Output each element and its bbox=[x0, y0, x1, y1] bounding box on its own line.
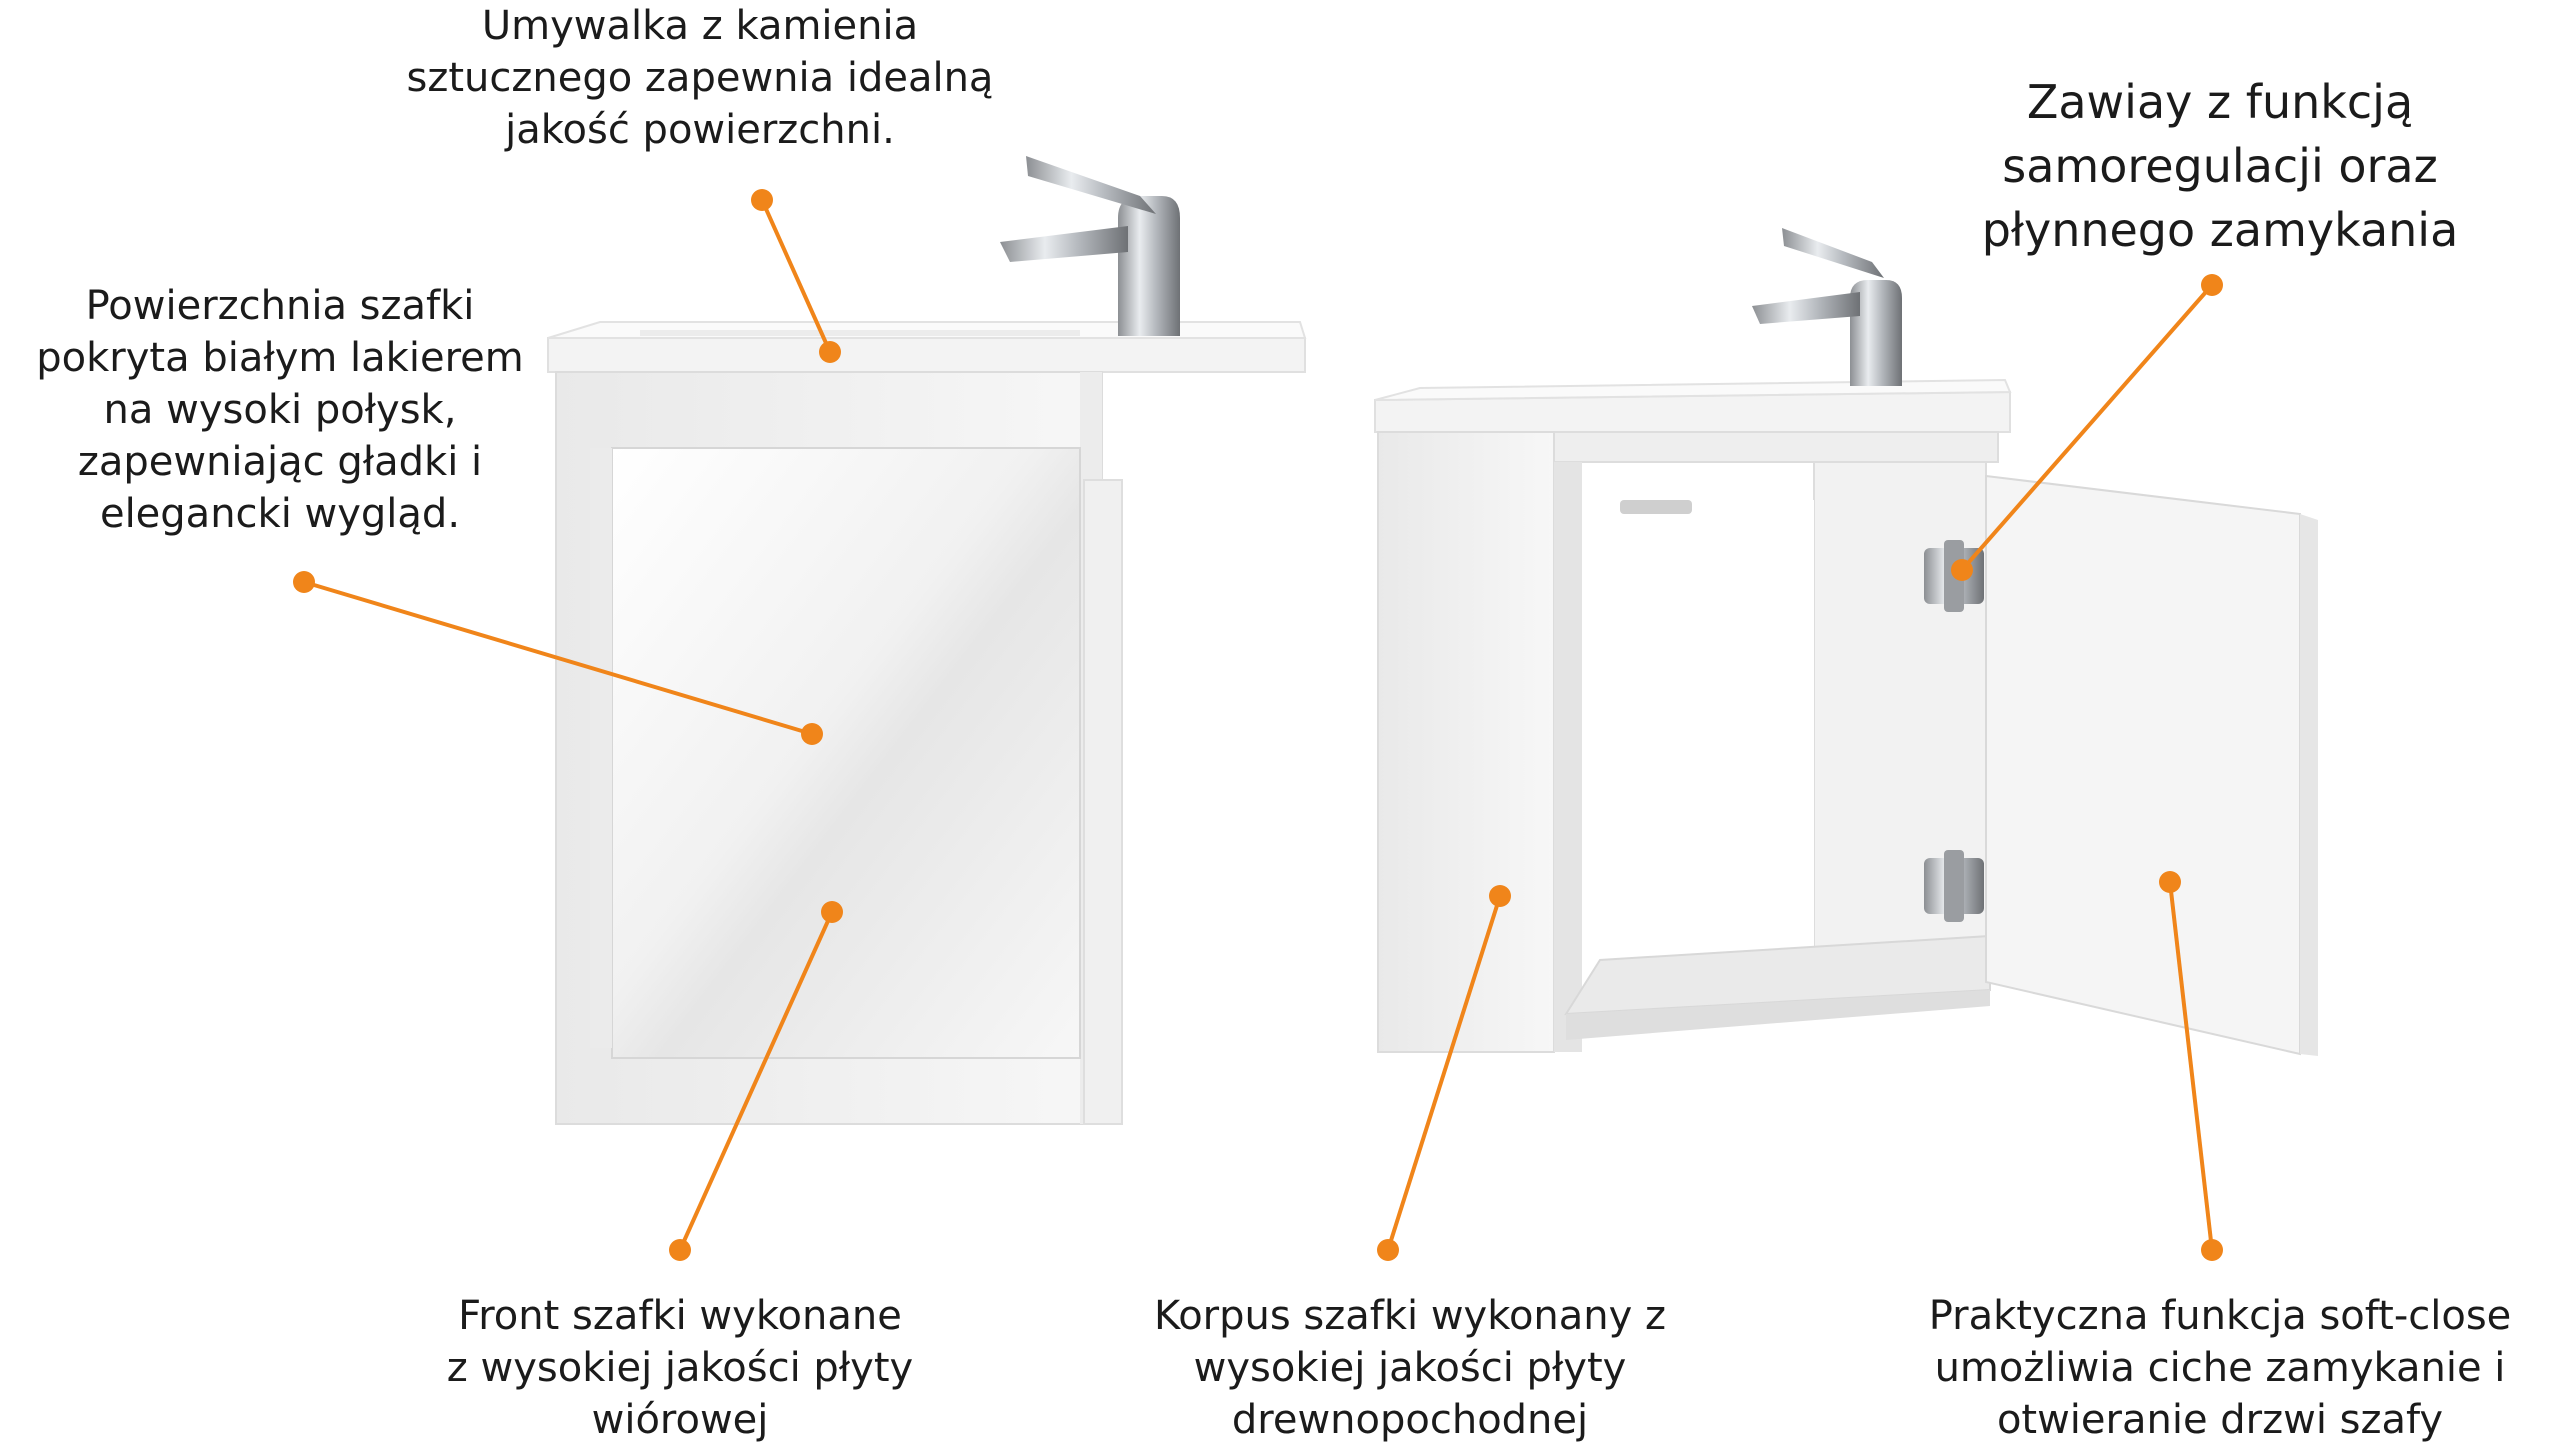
callout-line: z wysokiej jakości płyty bbox=[446, 1345, 914, 1391]
open-cabinet bbox=[1374, 228, 2318, 1056]
faucet-icon bbox=[1752, 228, 1902, 386]
hinge-icon bbox=[1924, 850, 1984, 922]
callout-line: Front szafki wykonane bbox=[458, 1293, 902, 1339]
callout-front: Front szafki wykonane z wysokiej jakości… bbox=[380, 1290, 980, 1446]
callout-line: Umywalka z kamienia bbox=[481, 3, 919, 49]
callout-line: jakość powierzchni. bbox=[505, 107, 895, 153]
callout-dot-icon bbox=[1951, 559, 1973, 581]
callout-body: Korpus szafki wykonany z wysokiej jakośc… bbox=[1100, 1290, 1720, 1446]
callout-softclose: Praktyczna funkcja soft-close umożliwia … bbox=[1880, 1290, 2560, 1446]
callout-dot-icon bbox=[751, 189, 773, 211]
callout-dot-icon bbox=[2201, 1239, 2223, 1261]
callout-line: drewnopochodnej bbox=[1231, 1397, 1589, 1443]
callout-line: elegancki wygląd. bbox=[99, 491, 461, 537]
callout-dot-icon bbox=[819, 341, 841, 363]
callout-line: Praktyczna funkcja soft-close bbox=[1928, 1293, 2512, 1339]
callout-line: sztucznego zapewnia idealną bbox=[406, 55, 994, 101]
callout-line: wysokiej jakości płyty bbox=[1193, 1345, 1627, 1391]
callout-dot-icon bbox=[293, 571, 315, 593]
callout-line: Korpus szafki wykonany z bbox=[1153, 1293, 1667, 1339]
callout-dot-icon bbox=[2201, 274, 2223, 296]
callout-line: pokryta białym lakierem bbox=[36, 335, 524, 381]
callout-dot-icon bbox=[801, 723, 823, 745]
faucet-icon bbox=[1000, 156, 1180, 336]
callout-line: Powierzchnia szafki bbox=[85, 283, 475, 329]
callout-line: Zawiay z funkcją bbox=[2026, 75, 2414, 129]
callout-dot-icon bbox=[669, 1239, 691, 1261]
callout-dot-icon bbox=[1377, 1239, 1399, 1261]
callout-hinges: Zawiay z funkcją samoregulacji oraz płyn… bbox=[1920, 70, 2520, 262]
callout-dot-icon bbox=[2159, 871, 2181, 893]
callout-surface: Powierzchnia szafki pokryta białym lakie… bbox=[0, 280, 560, 540]
callout-line: zapewniając gładki i bbox=[77, 439, 483, 485]
closed-cabinet bbox=[547, 156, 1307, 1125]
callout-leaders bbox=[303, 199, 2214, 1251]
callout-sink: Umywalka z kamienia sztucznego zapewnia … bbox=[370, 0, 1030, 156]
callout-line: samoregulacji oraz bbox=[2002, 139, 2438, 193]
callout-line: otwieranie drzwi szafy bbox=[1996, 1397, 2444, 1443]
callout-line: umożliwia ciche zamykanie i bbox=[1934, 1345, 2506, 1391]
callout-dot-icon bbox=[1489, 885, 1511, 907]
callout-dots bbox=[293, 189, 2223, 1261]
callout-line: wiórowej bbox=[591, 1397, 769, 1443]
callout-line: na wysoki połysk, bbox=[103, 387, 457, 433]
callout-dot-icon bbox=[821, 901, 843, 923]
callout-line: płynnego zamykania bbox=[1981, 203, 2459, 257]
